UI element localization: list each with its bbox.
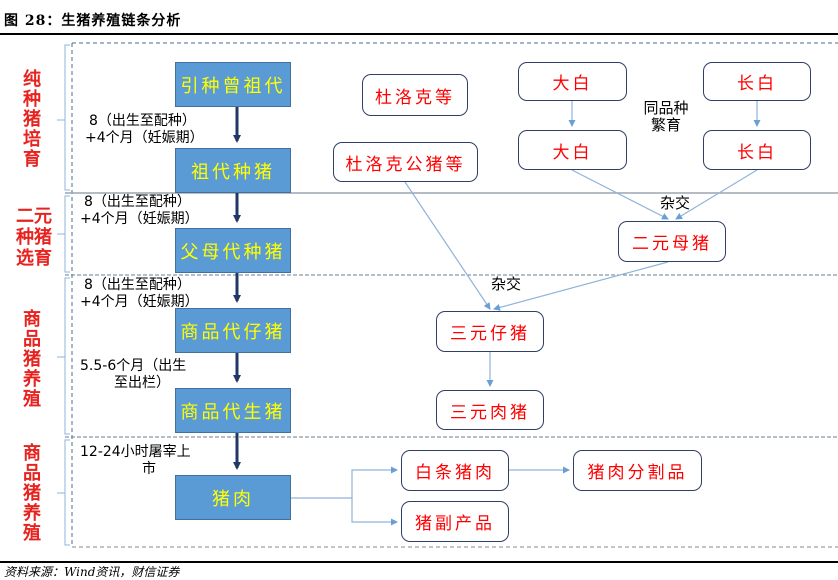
node-duroc: 杜洛克等	[362, 74, 468, 116]
node-pork: 猪肉	[175, 475, 291, 520]
arrow-sow-to-piglet	[493, 261, 669, 311]
chain-note-2: 8（出生至配种） +4个月（妊娠期）	[80, 194, 199, 228]
section-label-two-way: 二元 种猪 选育	[8, 206, 60, 269]
label-line: 培	[23, 129, 41, 150]
bracket-2	[57, 195, 70, 273]
label-line: 养	[23, 369, 41, 390]
node-parent: 父母代种猪	[175, 228, 291, 273]
section-frame	[71, 42, 838, 548]
label-line: 选育	[16, 248, 52, 269]
label-line: 养	[23, 503, 41, 524]
label-line: 品	[23, 329, 41, 350]
chain-note-5: 12-24小时屠宰上 市	[80, 444, 191, 478]
label-line: 纯	[23, 69, 41, 90]
node-great-grandparent: 引种曾祖代	[175, 62, 291, 107]
section-label-commercial-2: 商 品 猪 养 殖	[8, 444, 56, 544]
note-line: 5.5-6个月（出生	[80, 358, 187, 374]
label-line: 猪	[23, 483, 41, 504]
bracket-3	[57, 277, 70, 435]
node-landrace-2: 长白	[703, 130, 811, 170]
note-line: +4个月（妊娠期）	[80, 294, 199, 310]
title-rule	[0, 33, 838, 35]
section-label-commercial: 商 品 猪 养 殖	[8, 310, 56, 410]
note-line: 8（出生至配种）	[89, 113, 196, 129]
node-three-way-piglet: 三元仔猪	[436, 311, 544, 352]
label-line: 品	[23, 463, 41, 484]
section-label-purebred: 纯 种 猪 培 育	[8, 70, 56, 170]
label-line: 育	[23, 149, 41, 170]
arrow-landrace-to-sow	[675, 169, 758, 220]
arrow-pork-to-byproducts	[351, 498, 398, 526]
node-three-way-hog: 三元肉猪	[436, 390, 544, 430]
annotation-crossbreed-1: 杂交	[659, 194, 690, 212]
node-commercial-piglet: 商品代仔猪	[175, 308, 291, 353]
arrow-yorkshire-to-sow	[571, 169, 669, 220]
figure-title: 图 28：生猪养殖链条分析	[4, 13, 182, 29]
chain-note-3: 8（出生至配种） +4个月（妊娠期）	[80, 277, 199, 311]
label-line: 殖	[23, 389, 41, 410]
annotation-line: 繁育	[650, 116, 681, 134]
node-grandparent: 祖代种猪	[175, 148, 291, 193]
note-line: 12-24小时屠宰上	[80, 444, 191, 460]
node-carcass-pork: 白条猪肉	[401, 450, 509, 491]
note-line: +4个月（妊娠期）	[85, 130, 204, 146]
note-line: 市	[142, 461, 156, 477]
note-line: 8（出生至配种）	[84, 277, 191, 293]
node-duroc-boar: 杜洛克公猪等	[333, 142, 478, 182]
node-two-way-sow: 二元母猪	[618, 221, 726, 262]
bracket-1	[57, 44, 70, 191]
node-landrace-1: 长白	[703, 62, 811, 101]
label-line: 猪	[23, 349, 41, 370]
note-line: +4个月（妊娠期）	[80, 211, 199, 227]
node-pork-byproducts: 猪副产品	[401, 501, 509, 542]
note-line: 至出栏）	[114, 375, 170, 391]
node-commercial-hog: 商品代生猪	[175, 388, 291, 433]
arrow-pork-to-carcass	[290, 466, 398, 499]
label-line: 猪	[23, 109, 41, 130]
node-yorkshire-1: 大白	[518, 62, 627, 101]
annotation-line: 同品种	[643, 99, 689, 117]
label-line: 商	[23, 443, 41, 464]
node-yorkshire-2: 大白	[518, 130, 627, 170]
label-line: 二元	[16, 206, 52, 227]
arrow-duroc-to-piglet	[404, 181, 491, 310]
bracket-4	[57, 439, 70, 546]
label-line: 种猪	[16, 227, 52, 248]
label-line: 殖	[23, 523, 41, 544]
annotation-purebred-breeding: 同品种 繁育	[636, 100, 696, 134]
node-pork-cuts: 猪肉分割品	[573, 450, 702, 491]
note-line: 8（出生至配种）	[84, 194, 191, 210]
footer-rule	[0, 561, 838, 563]
label-line: 种	[23, 89, 41, 110]
chain-note-4: 5.5-6个月（出生 至出栏）	[80, 358, 186, 392]
annotation-crossbreed-2: 杂交	[490, 275, 521, 293]
label-line: 商	[23, 309, 41, 330]
chain-note-1: 8（出生至配种） +4个月（妊娠期）	[85, 113, 204, 147]
figure-source: 资料来源：Wind资讯，财信证券	[4, 565, 180, 579]
